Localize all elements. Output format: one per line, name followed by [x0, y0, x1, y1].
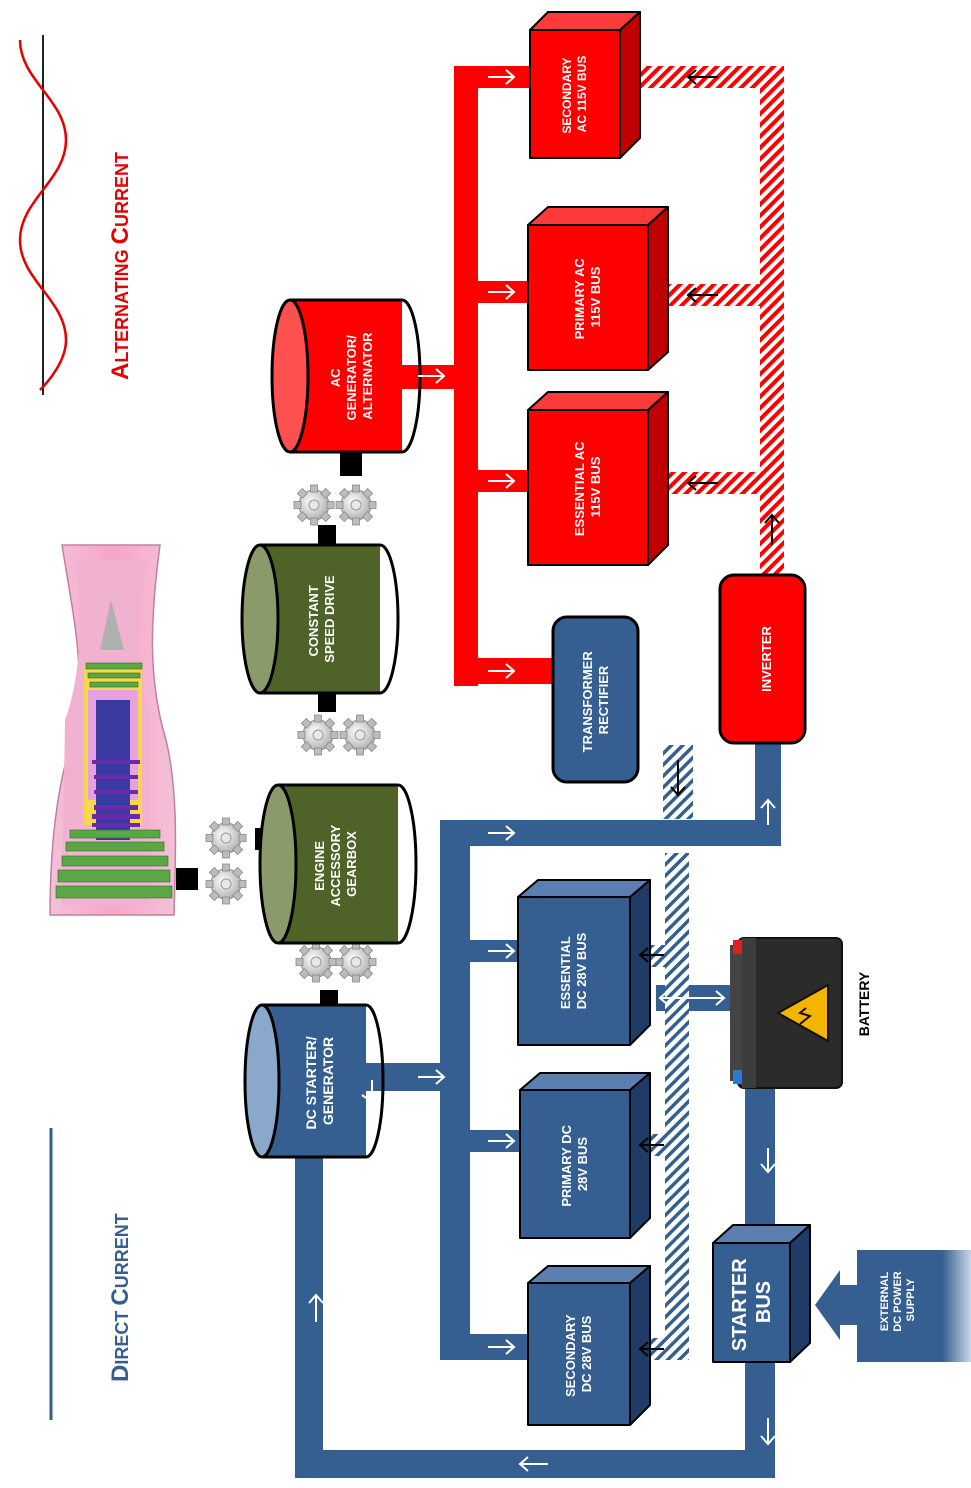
dc-legend-title: DIRECT CURRENT [107, 1213, 134, 1382]
secondary-ac-bus-label: SECONDARY AC 115V BUS [560, 54, 589, 133]
gear-pair-gearbox-csd [298, 715, 380, 755]
gear-icon [336, 942, 376, 982]
gear-icon [336, 485, 376, 525]
gear-icon [206, 818, 246, 858]
ac-legend-title: ALTERNATING CURRENT [107, 152, 134, 380]
essential-dc-bus-label: ESSENTIAL DC 28V BUS [558, 932, 589, 1009]
gear-icon [296, 942, 336, 982]
gear-icon [298, 715, 338, 755]
secondary-dc-bus-label: SECONDARY DC 28V BUS [563, 1311, 594, 1397]
jet-engine-illustration [50, 545, 198, 915]
gear-pair-gearbox-left [206, 818, 246, 904]
gear-pair-gearbox-dcgen [296, 942, 376, 982]
inverter-label: INVERTER [759, 626, 774, 692]
dc-generator-label: DC STARTER/ GENERATOR [303, 1033, 336, 1130]
battery-label: BATTERY [856, 971, 872, 1036]
primary-ac-bus-label: PRIMARY AC 115V BUS [572, 255, 603, 340]
gear-icon [294, 485, 334, 525]
legend-direct-current: DIRECT CURRENT [51, 1128, 134, 1420]
gear-icon [206, 864, 246, 904]
battery-icon[interactable] [730, 938, 842, 1088]
gear-pair-csd-acgen [294, 485, 376, 525]
csd-label: CONSTANT SPEED DRIVE [306, 575, 337, 663]
gear-icon [340, 715, 380, 755]
legend-alternating-current: ALTERNATING CURRENT [20, 35, 134, 395]
